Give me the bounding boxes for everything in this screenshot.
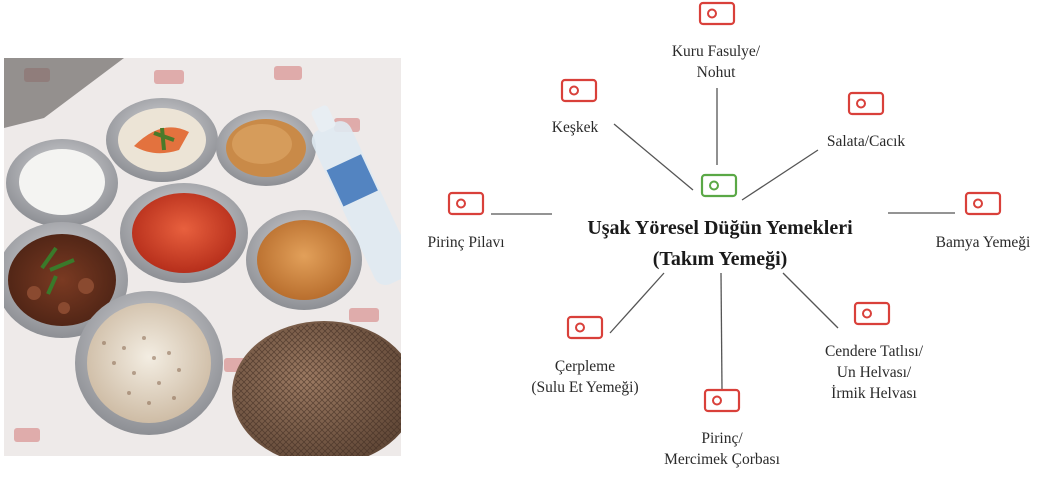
- node-label: Un Helvası/: [837, 364, 912, 381]
- node-pirinc-corba: Pirinç/Mercimek Çorbası: [664, 388, 781, 468]
- diagram-title-line1: Uşak Yöresel Düğün Yemekleri: [587, 217, 853, 239]
- node-keskek: Keşkek: [552, 78, 599, 136]
- node-label: Cendere Tatlısı/: [825, 343, 924, 360]
- dish-diagram: Uşak Yöresel Düğün Yemekleri (Takım Yeme…: [427, 1, 1031, 468]
- tag-icon: [560, 78, 598, 103]
- node-label: Salata/Cacık: [827, 133, 906, 150]
- node-salata: Salata/Cacık: [827, 91, 906, 150]
- center-icon: [700, 173, 738, 198]
- tag-icon: [847, 91, 885, 116]
- tag-icon: [698, 1, 736, 26]
- node-label: (Sulu Et Yemeği): [531, 379, 638, 396]
- tag-icon: [566, 315, 604, 340]
- diagram-title-line2: (Takım Yemeği): [653, 248, 788, 270]
- node-label: Pirinç/: [701, 430, 743, 447]
- connector-pirinc-corba: [720, 272, 723, 391]
- node-label: Çerpleme: [555, 358, 615, 375]
- node-cerpleme: Çerpleme (Sulu Et Yemeği): [531, 315, 639, 396]
- node-label: Keşkek: [552, 119, 599, 136]
- connector-cendere: [782, 272, 839, 329]
- tag-icon: [853, 301, 891, 326]
- connector-cerpleme: [609, 272, 665, 334]
- tag-icon: [447, 191, 485, 216]
- node-label: Bamya Yemeği: [936, 234, 1031, 251]
- connector-salata: [741, 149, 819, 201]
- node-pirinc-pilavi: Pirinç Pilavı: [427, 191, 505, 251]
- node-label: Mercimek Çorbası: [664, 451, 780, 468]
- node-label: Kuru Fasulye/: [672, 43, 761, 60]
- connector-keskek: [613, 123, 694, 191]
- connector-lines: [491, 88, 955, 391]
- node-label: Pirinç Pilavı: [427, 234, 505, 251]
- food-photo: [4, 58, 401, 456]
- dish-nodes: Kuru Fasulye/NohutKeşkekSalata/CacıkPiri…: [427, 1, 1031, 468]
- node-label: İrmik Helvası: [831, 385, 917, 402]
- tag-icon: [703, 388, 741, 413]
- node-label: Nohut: [697, 64, 736, 81]
- tag-icon: [964, 191, 1002, 216]
- diagram-title: Uşak Yöresel Düğün Yemekleri (Takım Yeme…: [587, 217, 853, 270]
- node-cendere: Cendere Tatlısı/Un Helvası/İrmik Helvası: [825, 301, 924, 402]
- node-bamya: Bamya Yemeği: [936, 191, 1031, 251]
- node-kuru-fasulye: Kuru Fasulye/Nohut: [672, 1, 761, 81]
